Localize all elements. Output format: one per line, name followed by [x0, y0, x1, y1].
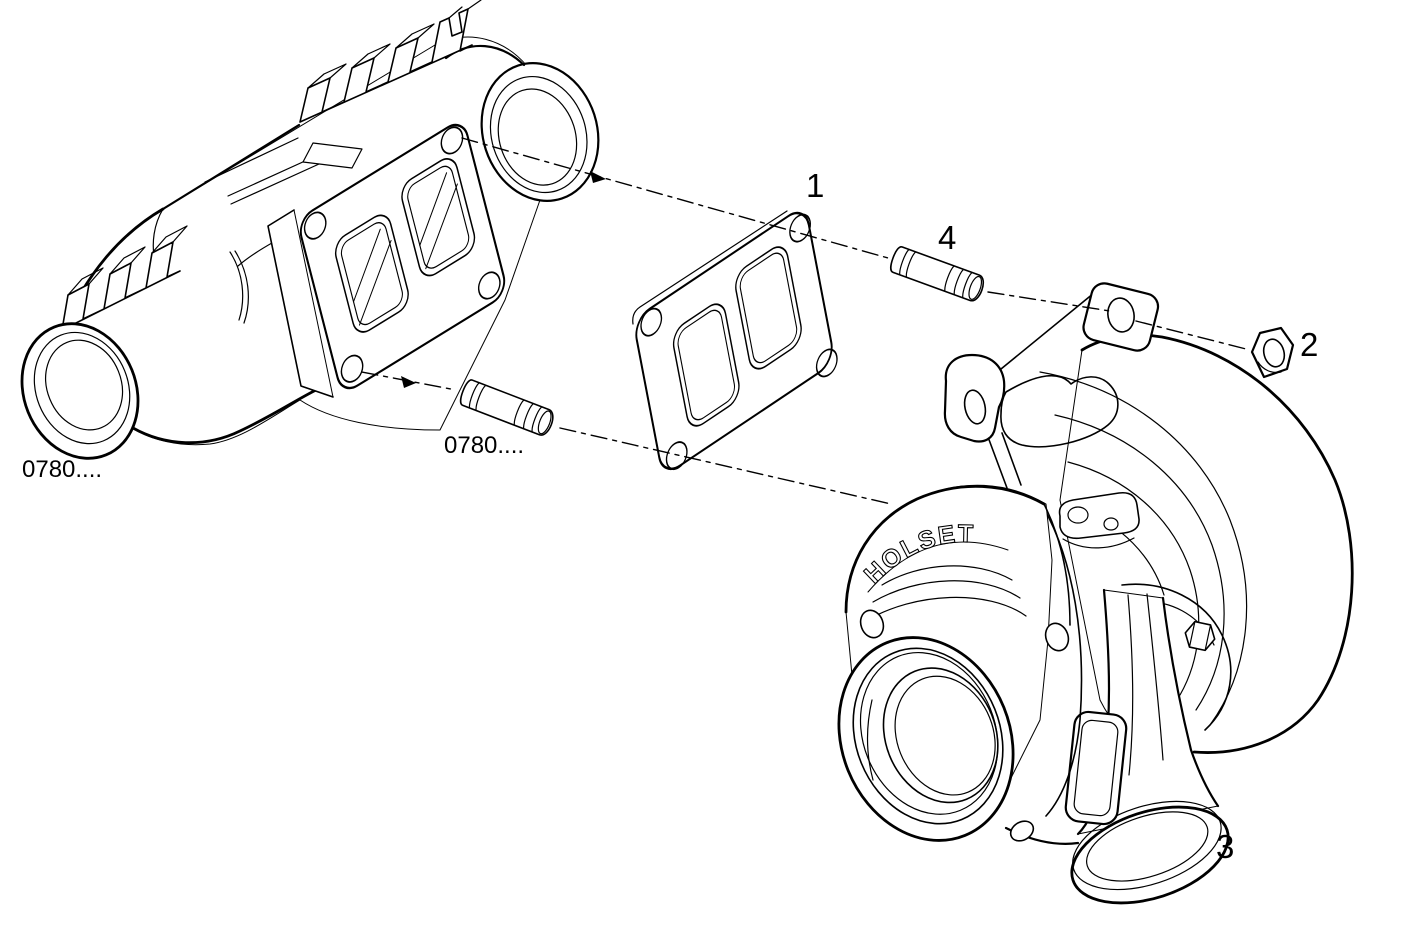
- mounting-bracket: [943, 282, 1160, 489]
- backplate-edge: [1041, 504, 1083, 817]
- elbow-flange: [1070, 800, 1230, 905]
- flange-bolt-hole: [340, 354, 364, 383]
- mounting-stud-upper: [890, 246, 985, 302]
- cast-boss: [1009, 820, 1035, 842]
- callout-4-stud: 4: [938, 219, 956, 256]
- top-lug-plate: [1058, 491, 1140, 549]
- gasket-thickness-line: [632, 210, 788, 325]
- nut-thread-hole: [1262, 338, 1286, 368]
- flange-bolt-hole: [440, 126, 464, 155]
- manifold-top-edge: [161, 123, 301, 211]
- manifold-heatsink-fins-left: [61, 225, 188, 331]
- ref-manifold: 0780....: [22, 456, 102, 483]
- gasket-bolt-hole: [665, 441, 688, 471]
- callout-1-gasket: 1: [806, 167, 824, 204]
- mounting-stud-lower: [459, 379, 554, 436]
- centerline-arrowhead: [401, 376, 416, 388]
- turbocharger: HOLSET: [837, 282, 1354, 905]
- cast-boss: [859, 609, 885, 639]
- flange-bolt-hole: [477, 271, 501, 300]
- bracket-pad: [1082, 282, 1160, 352]
- flange-bolt-hole: [303, 211, 327, 240]
- bracket-pad-hole: [1107, 297, 1135, 333]
- manifold-inlet-ring: [20, 322, 140, 460]
- callout-2-nut: 2: [1300, 326, 1318, 363]
- bracket-leg: [987, 432, 1022, 489]
- centerline-lower-2: [559, 427, 892, 505]
- wastegate-bracket: [1064, 710, 1128, 826]
- turbine-outlet-elbow: [1064, 588, 1230, 905]
- compressor-ring-steps: [865, 565, 1027, 622]
- alignment-centerlines: [361, 137, 1247, 505]
- gasket-bolt-hole: [815, 348, 838, 378]
- bracket-arm-edge: [1000, 292, 1095, 370]
- vband-clamp-ring: [1121, 583, 1232, 731]
- manifold-outlet-ring: [480, 62, 600, 202]
- callout-3-turbocharger: 3: [1216, 828, 1234, 865]
- ref-stud: 0780....: [444, 432, 524, 459]
- manifold-flange-side: [267, 209, 334, 398]
- bracket-cutout: [1000, 374, 1119, 448]
- exhaust-manifold: [20, 0, 600, 460]
- manifold-gasket: [632, 210, 838, 471]
- centerline-nut: [1135, 320, 1247, 350]
- flange-port-runner-lines: [352, 172, 458, 326]
- turbine-volute: [1039, 333, 1354, 755]
- hex-nut: [1250, 326, 1295, 379]
- manifold-junction-crescent: [229, 250, 249, 324]
- gasket-bolt-hole: [789, 213, 811, 243]
- clamp-bolt: [1184, 620, 1216, 652]
- centerline-arrowhead: [590, 171, 606, 183]
- compressor-inlet: [837, 636, 1015, 842]
- manifold-flange: [299, 123, 506, 390]
- manifold-ridge-lines: [204, 137, 320, 205]
- gasket-bolt-hole: [640, 307, 663, 337]
- cast-boss: [1044, 622, 1070, 652]
- labels: 1 4 2 3 0780.... 0780....: [22, 167, 1318, 865]
- inlet-bore-line: [867, 699, 874, 781]
- manifold-boss-tab: [302, 142, 363, 169]
- bracket-hub: [943, 353, 1006, 443]
- manifold-heatsink-fins-top: [299, 0, 482, 123]
- bracket-hub-hole: [963, 389, 987, 425]
- manifold-bottom-edge: [131, 388, 318, 445]
- centerline-upper: [461, 137, 889, 259]
- centerline-upper-2: [987, 291, 1111, 312]
